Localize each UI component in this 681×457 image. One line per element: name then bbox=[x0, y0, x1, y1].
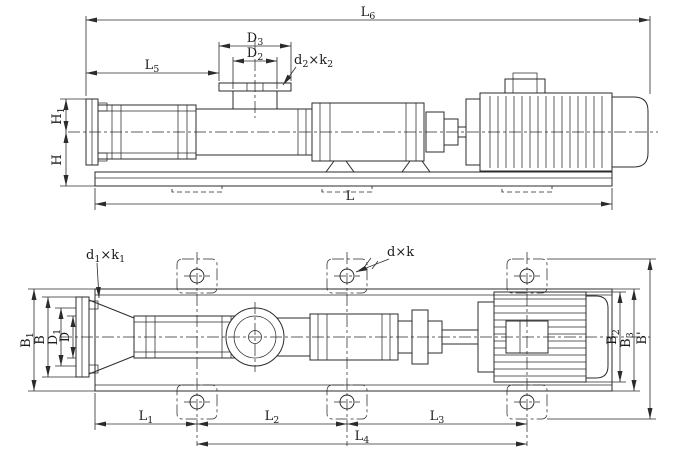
dim-L: L bbox=[94, 188, 613, 210]
suction-flange-bolt-top bbox=[97, 102, 108, 112]
plan-suction-bolt-top bbox=[88, 300, 99, 310]
pad-top-left bbox=[176, 258, 218, 294]
dim-L1: L1 bbox=[94, 393, 197, 430]
dim-D: D bbox=[58, 315, 76, 359]
dim-B1: B1 bbox=[19, 288, 95, 392]
bearing-housing-body bbox=[311, 102, 425, 162]
pad-column-centerlines bbox=[196, 252, 528, 446]
label-D1: D1 bbox=[46, 329, 63, 345]
label-d2k2: d2×k2 bbox=[294, 53, 333, 70]
suction-flange-bolt-bottom bbox=[97, 152, 108, 162]
label-B2: B2 bbox=[605, 329, 622, 345]
pad-bottom-left bbox=[176, 384, 218, 420]
pad-bottom-middle bbox=[326, 384, 368, 420]
base-pad-hidden-left bbox=[171, 185, 223, 193]
dim-B: B bbox=[33, 296, 76, 378]
plan-motor-rear-cowl bbox=[585, 295, 609, 379]
label-B3: B3 bbox=[619, 332, 636, 348]
label-B1: B1 bbox=[19, 332, 36, 348]
plan-baseplate-outline bbox=[94, 288, 613, 392]
leader-d2k2-line bbox=[282, 66, 297, 86]
label-d1k1: d1×k1 bbox=[86, 248, 125, 265]
plan-suction-cone bbox=[88, 299, 135, 375]
pad-outline bbox=[176, 384, 218, 420]
baseplate-body bbox=[94, 171, 613, 187]
leader-d1k1: d1×k1 bbox=[86, 248, 125, 299]
dim-B2: B2 bbox=[586, 291, 626, 383]
plan-view: d1×k1 d×k B1 B D1 D bbox=[19, 245, 656, 447]
pad-outline bbox=[506, 384, 548, 420]
bearing-housing bbox=[311, 102, 431, 173]
dim-Bprime-extensions bbox=[547, 258, 656, 420]
bearing-housing-feet bbox=[325, 160, 431, 173]
pad-outline bbox=[326, 258, 368, 294]
leader-dk: d×k bbox=[355, 245, 414, 273]
dim-Bprime: B' bbox=[547, 258, 656, 420]
label-L2: L2 bbox=[265, 409, 280, 426]
motor-rear-cowl bbox=[611, 96, 649, 168]
pad-top-right bbox=[506, 258, 548, 294]
terminal-box-details bbox=[512, 79, 538, 93]
dim-L6-extensions bbox=[85, 16, 651, 96]
dim-D1: D1 bbox=[46, 307, 76, 367]
dim-B1-extensions bbox=[28, 288, 95, 392]
label-L: L bbox=[346, 189, 355, 204]
dim-H: H bbox=[50, 132, 95, 187]
pad-bottom-right bbox=[506, 384, 548, 420]
dim-H1: H1 bbox=[50, 98, 86, 132]
leader-d1k1-line bbox=[95, 262, 101, 299]
pad-outline bbox=[326, 384, 368, 420]
pad-outline bbox=[176, 258, 218, 294]
dim-L3: L3 bbox=[347, 409, 527, 427]
dim-D2: D2 bbox=[232, 46, 278, 89]
dim-L6: L6 bbox=[85, 5, 651, 96]
label-H: H bbox=[50, 154, 65, 165]
leader-d2k2: d2×k2 bbox=[282, 53, 333, 86]
label-L4: L4 bbox=[355, 429, 370, 446]
baseplate bbox=[94, 171, 613, 193]
discharge-flange-holes bbox=[246, 83, 264, 91]
label-L5: L5 bbox=[145, 58, 160, 75]
label-L6: L6 bbox=[361, 5, 376, 22]
label-D3: D3 bbox=[247, 31, 263, 48]
terminal-box bbox=[504, 78, 546, 94]
pad-top-middle bbox=[326, 258, 368, 294]
side-view: L6 D3 D2 L5 d2×k2 H1 H bbox=[50, 5, 658, 210]
label-dk: d×k bbox=[387, 245, 414, 260]
label-B: B bbox=[33, 335, 48, 345]
foundation-pads bbox=[176, 258, 548, 420]
dim-L2: L2 bbox=[197, 409, 347, 427]
dim-B3: B3 bbox=[612, 288, 640, 392]
base-pad-hidden-middle bbox=[321, 185, 373, 193]
plan-suction-bolt-bottom bbox=[88, 364, 99, 374]
label-H1: H1 bbox=[50, 107, 67, 124]
dim-L5: L5 bbox=[86, 58, 219, 76]
base-pad-hidden-right bbox=[501, 185, 553, 193]
leader-dk-line bbox=[355, 258, 390, 273]
label-D: D bbox=[58, 332, 73, 342]
label-Bprime: B' bbox=[635, 331, 650, 344]
pad-outline bbox=[506, 258, 548, 294]
label-L3: L3 bbox=[430, 409, 445, 426]
label-D2: D2 bbox=[247, 46, 263, 63]
terminal-box-cap bbox=[512, 72, 538, 80]
label-L1: L1 bbox=[139, 409, 154, 426]
leader-dk-break-marks bbox=[364, 257, 379, 270]
dim-L4: L4 bbox=[197, 429, 527, 447]
motor bbox=[465, 72, 649, 172]
